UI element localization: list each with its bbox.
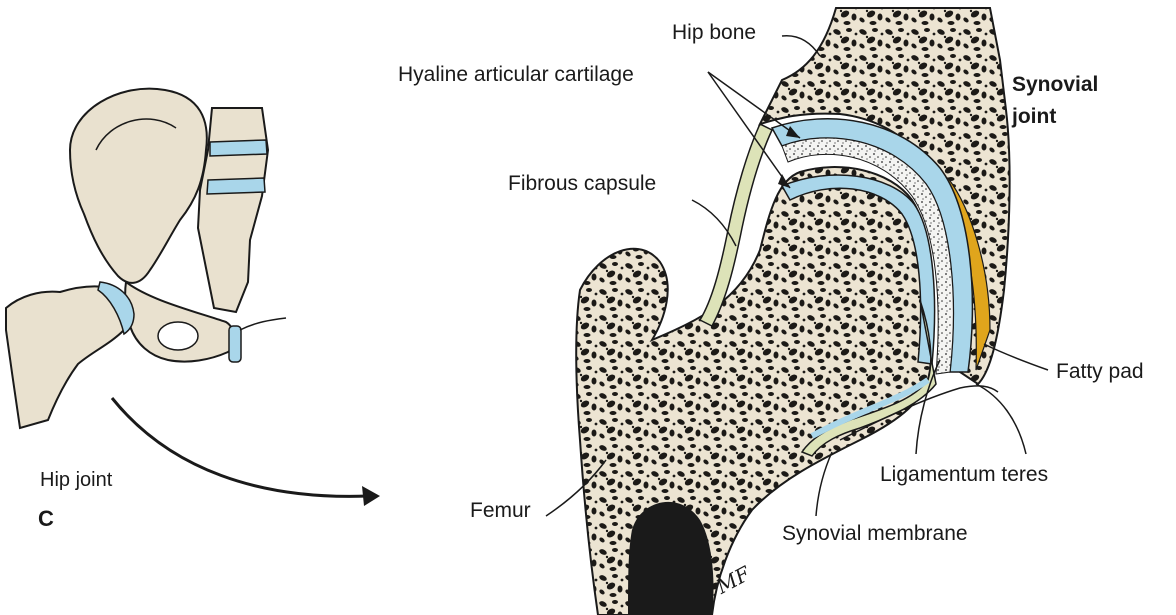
leader-hip-bone [782, 36, 820, 56]
pelvis-overview [6, 89, 286, 428]
label-hip-bone: Hip bone [672, 22, 756, 43]
label-fibrous-capsule: Fibrous capsule [508, 173, 656, 194]
ilium [70, 89, 207, 283]
sacrum [198, 108, 268, 312]
label-synovial-membrane: Synovial membrane [782, 523, 968, 544]
leader-fatty-pad [984, 344, 1048, 370]
femur-proximal [6, 286, 130, 428]
label-synovial-joint-line1: Synovial [1012, 74, 1098, 95]
intervertebral-disc-lower [207, 178, 265, 194]
label-femur: Femur [470, 500, 531, 521]
label-ligamentum-teres: Ligamentum teres [880, 464, 1048, 485]
intervertebral-disc-upper [210, 140, 267, 156]
label-fatty-pad: Fatty pad [1056, 361, 1144, 382]
label-synovial-joint-line2: joint [1012, 106, 1056, 127]
label-hip-joint: Hip joint [40, 470, 112, 490]
label-panel-letter: C [38, 508, 54, 530]
leader-ligamentum-teres-2 [976, 384, 1026, 454]
pointer-arrow [112, 398, 380, 506]
label-hyaline-articular-cartilage: Hyaline articular cartilage [398, 64, 634, 85]
pubic-symphysis [229, 326, 241, 362]
